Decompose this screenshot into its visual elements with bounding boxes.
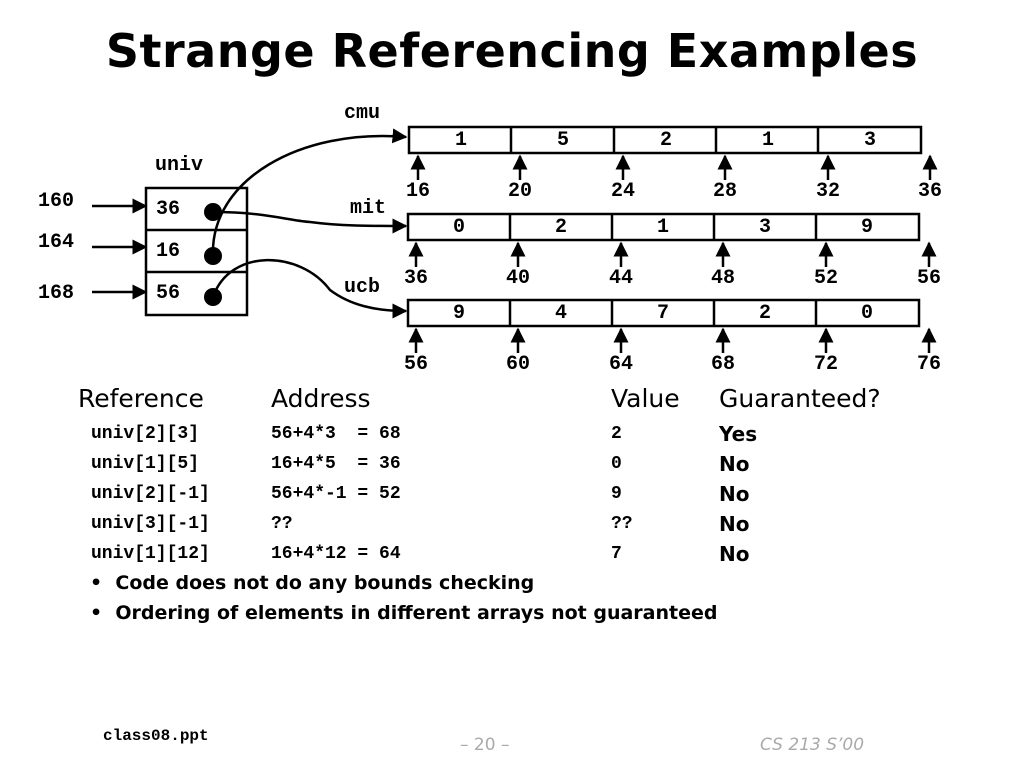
footer-page-number: – 20 –: [460, 735, 510, 755]
table-row-ref: univ[2][-1]: [91, 484, 210, 504]
table-row-ref: univ[1][5]: [91, 454, 200, 474]
table-row-addr: 56+4*3 = 68: [271, 424, 401, 444]
table-row-addr: ??: [271, 514, 293, 534]
table-header-reference: Reference: [78, 384, 204, 413]
ucb-value-3: 2: [758, 302, 771, 325]
footer-filename: class08.ppt: [103, 727, 209, 745]
table-header-value: Value: [611, 384, 680, 413]
table-row-value: 9: [611, 484, 622, 504]
table-row-value: 0: [611, 454, 622, 474]
table-row-addr: 56+4*-1 = 52: [271, 484, 401, 504]
footer-course: CS 213 S’00: [760, 735, 865, 755]
cmu-address-5: 36: [917, 180, 942, 203]
cmu-value-1: 5: [556, 129, 569, 152]
table-header-guaranteed: Guaranteed?: [719, 384, 881, 413]
bullet-item: • Ordering of elements in different arra…: [90, 602, 717, 624]
table-row-guaranteed: No: [719, 512, 750, 536]
table-row-guaranteed: No: [719, 542, 750, 566]
cmu-value-2: 2: [659, 129, 672, 152]
cmu-value-3: 1: [761, 129, 774, 152]
cmu-label: cmu: [344, 102, 381, 125]
cmu-value-4: 3: [863, 129, 876, 152]
bullet-text: Code does not do any bounds checking: [115, 572, 535, 594]
table-row-ref: univ[1][12]: [91, 544, 210, 564]
mit-value-1: 2: [554, 216, 567, 239]
ucb-address-2: 64: [608, 353, 633, 376]
ucb-value-4: 0: [860, 302, 873, 325]
ucb-label: ucb: [344, 276, 381, 299]
ucb-value-0: 9: [452, 302, 465, 325]
table-row-guaranteed: No: [719, 452, 750, 476]
bullet-text: Ordering of elements in different arrays…: [115, 602, 718, 624]
slide-title: Strange Referencing Examples: [105, 24, 919, 78]
univ-address-arrows: [92, 198, 148, 300]
mit-array-box: [406, 212, 921, 242]
ucb-array-box: [406, 298, 921, 328]
mit-value-3: 3: [758, 216, 771, 239]
mit-address-2: 44: [608, 267, 633, 290]
ucb-value-2: 7: [656, 302, 669, 325]
univ-address-0: 160: [38, 190, 75, 213]
table-row-ref: univ[3][-1]: [91, 514, 210, 534]
bullet-dot: •: [90, 572, 116, 594]
univ-array-box: [144, 186, 249, 317]
univ-cell-2: 56: [156, 282, 181, 305]
mit-address-0: 36: [403, 267, 428, 290]
univ-address-1: 164: [38, 231, 75, 254]
ucb-address-5: 76: [916, 353, 941, 376]
univ-label: univ: [155, 154, 204, 177]
cmu-address-2: 24: [610, 180, 635, 203]
mit-address-1: 40: [505, 267, 530, 290]
mit-address-4: 52: [813, 267, 838, 290]
table-row-guaranteed: Yes: [719, 422, 758, 446]
cmu-address-0: 16: [405, 180, 430, 203]
mit-value-4: 9: [860, 216, 873, 239]
cmu-array-box: [407, 125, 923, 155]
mit-value-0: 0: [452, 216, 465, 239]
pointer-curves: [211, 128, 408, 319]
mit-label: mit: [350, 197, 387, 220]
univ-address-2: 168: [38, 282, 75, 305]
cmu-value-0: 1: [454, 129, 467, 152]
table-row-value: ??: [611, 514, 633, 534]
table-row-addr: 16+4*12 = 64: [271, 544, 401, 564]
table-row-value: 7: [611, 544, 622, 564]
ucb-address-0: 56: [403, 353, 428, 376]
univ-cell-1: 16: [156, 240, 181, 263]
bullet-dot: •: [90, 602, 116, 624]
cmu-address-1: 20: [507, 180, 532, 203]
ucb-address-1: 60: [505, 353, 530, 376]
cmu-address-4: 32: [815, 180, 840, 203]
bullet-item: • Code does not do any bounds checking: [90, 572, 534, 594]
table-row-ref: univ[2][3]: [91, 424, 200, 444]
mit-address-3: 48: [710, 267, 735, 290]
ucb-address-3: 68: [710, 353, 735, 376]
table-row-value: 2: [611, 424, 622, 444]
ucb-value-1: 4: [554, 302, 567, 325]
table-header-address: Address: [271, 384, 371, 413]
table-row-addr: 16+4*5 = 36: [271, 454, 401, 474]
cmu-address-3: 28: [712, 180, 737, 203]
array-address-arrows: [408, 154, 938, 353]
mit-value-2: 1: [656, 216, 669, 239]
table-row-guaranteed: No: [719, 482, 750, 506]
ucb-address-4: 72: [813, 353, 838, 376]
mit-address-5: 56: [916, 267, 941, 290]
univ-cell-0: 36: [156, 198, 181, 221]
